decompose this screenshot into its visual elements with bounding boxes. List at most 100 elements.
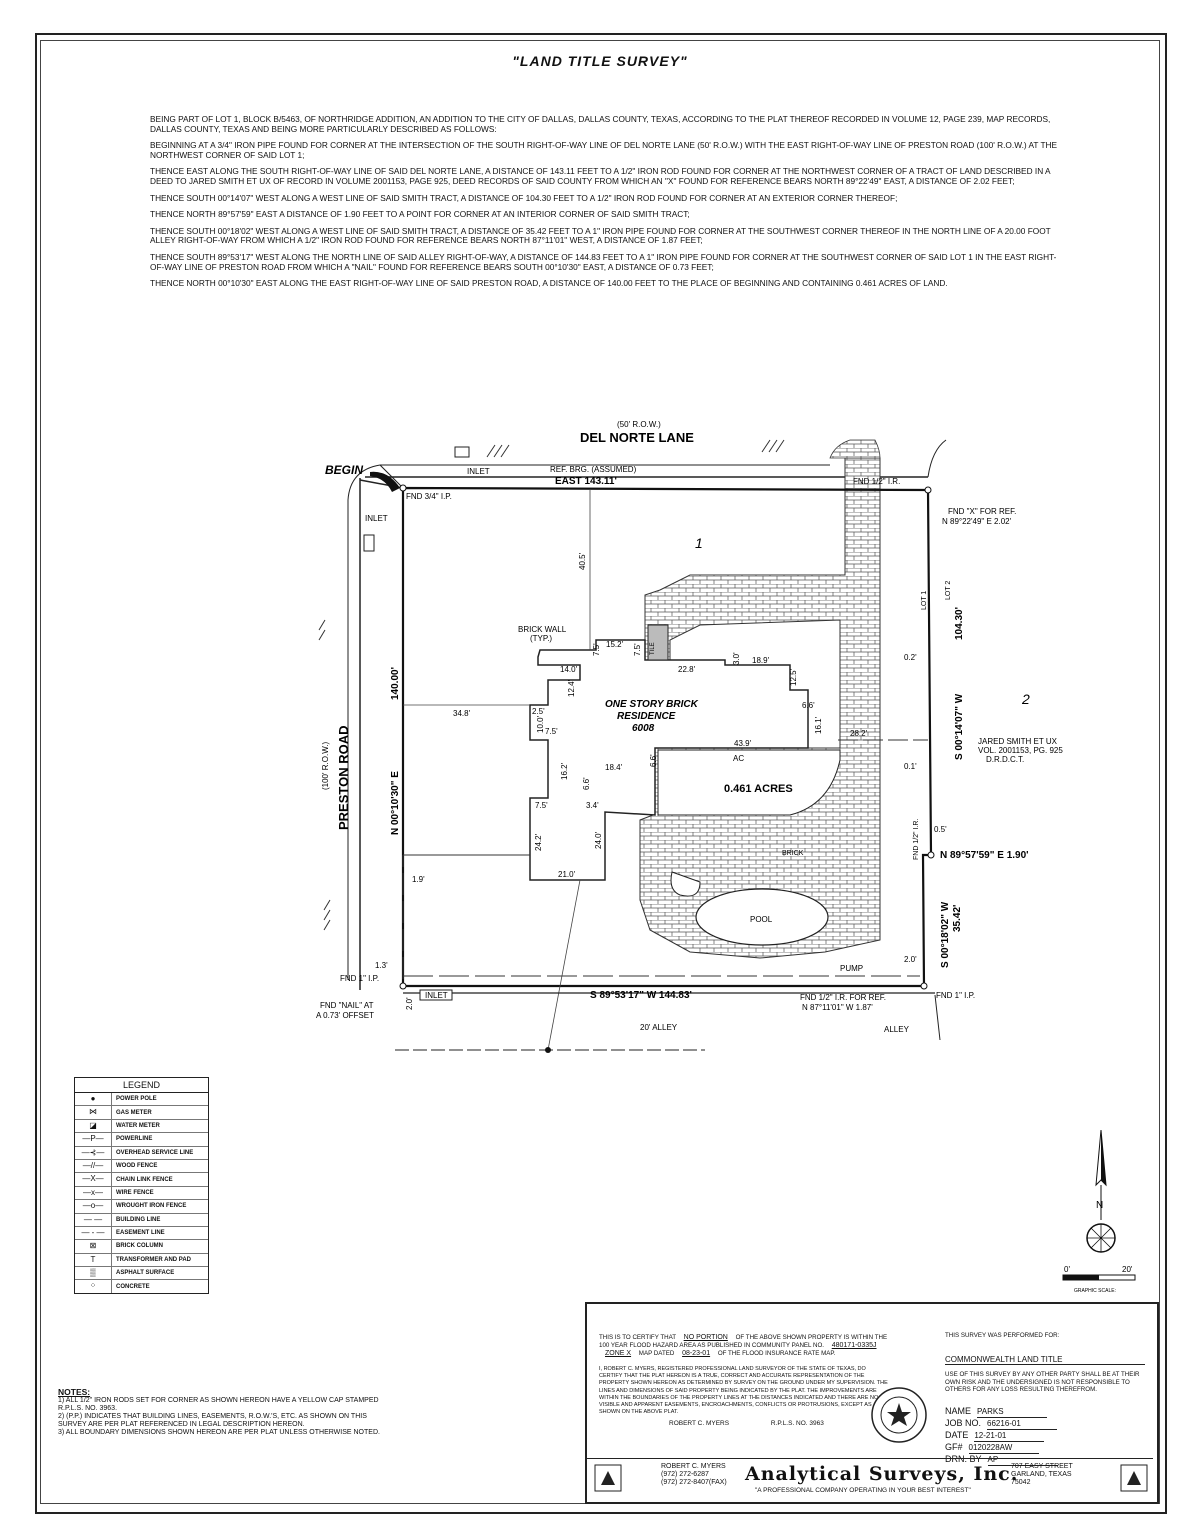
- dimension-label: 40.5': [578, 552, 587, 570]
- fnd-pipe-label: FND 1" I.P.: [340, 974, 379, 983]
- description-paragraph: BEGINNING AT A 3/4" IRON PIPE FOUND FOR …: [150, 140, 1058, 160]
- legend-label: TRANSFORMER AND PAD: [116, 1256, 191, 1263]
- dimension-label: 16.1': [814, 716, 823, 734]
- dimension-label: 2.5': [532, 707, 545, 716]
- water-meter-icon: ◪: [75, 1119, 112, 1133]
- legend-row: —x—WIRE FENCE: [75, 1186, 208, 1201]
- legend-label: EASEMENT LINE: [116, 1230, 165, 1237]
- lot-number: 2: [1021, 691, 1030, 707]
- firm-tagline: "A PROFESSIONAL COMPANY OPERATING IN YOU…: [755, 1487, 971, 1494]
- inlet-label: INLET: [365, 514, 388, 523]
- gas-meter-icon: ⋈: [75, 1106, 112, 1119]
- legend-row: ⁘ CONCRETE: [75, 1280, 208, 1293]
- dimension-label: 6.6': [582, 777, 591, 790]
- notes-title: NOTES:: [58, 1387, 91, 1397]
- contact-name: ROBERT C. MYERS: [661, 1463, 726, 1470]
- dimension-label: 7.5': [545, 727, 558, 736]
- drn-value: AP: [987, 1454, 1058, 1466]
- inlet-icon: [363, 534, 375, 552]
- surveyor-statement: I, ROBERT C. MYERS, REGISTERED PROFESSIO…: [599, 1366, 888, 1416]
- jared-label: JARED SMITH ET UX: [978, 737, 1058, 746]
- surveyor-logo-icon: [594, 1464, 622, 1492]
- street-name-label: PRESTON ROAD: [336, 726, 351, 831]
- dimension-label: 28.2': [850, 729, 868, 738]
- legend-row: ⊠BRICK COLUMN: [75, 1240, 208, 1254]
- drn-label: DRN. BY: [945, 1454, 982, 1464]
- begin-label: BEGIN: [325, 463, 363, 477]
- job-label: JOB NO.: [945, 1418, 982, 1428]
- name-label: NAME: [945, 1406, 972, 1416]
- fnd-x-label: FND "X" FOR REF.: [948, 507, 1016, 516]
- legend-row: —X— CHAIN LINK FENCE: [75, 1173, 208, 1187]
- no-portion-value: NO PORTION: [683, 1334, 728, 1341]
- notes: NOTES: 1) ALL 1/2" IRON RODS SET FOR COR…: [58, 1388, 388, 1437]
- legend-row: — - —EASEMENT LINE: [75, 1226, 208, 1241]
- east-distance-label: 104.30': [954, 607, 965, 640]
- address-line: 75042: [1011, 1479, 1031, 1486]
- address-line: 707 EASY STREET: [1011, 1463, 1073, 1470]
- powerline-icon: —P—: [75, 1133, 112, 1146]
- dimension-label: 3.0': [732, 652, 741, 665]
- legend-row: ◪WATER METER: [75, 1119, 208, 1134]
- description-paragraph: BEING PART OF LOT 1, BLOCK B/5463, OF NO…: [150, 114, 1051, 134]
- wrought-iron-icon: —o—: [75, 1200, 112, 1213]
- description-paragraph: THENCE SOUTH 00°14'07" WEST ALONG A WEST…: [150, 192, 898, 203]
- job-value: 66216-01: [987, 1418, 1058, 1430]
- ref-bearing-label: REF. BRG. (ASSUMED): [550, 465, 637, 474]
- fnd-nail-offset: A 0.73' OFFSET: [316, 1011, 374, 1020]
- dimension-label: 15.2': [606, 640, 624, 649]
- concrete-icon: ⁘: [75, 1280, 112, 1293]
- dimension-label: 0.5': [934, 825, 947, 834]
- brick-column-icon: ⊠: [75, 1240, 112, 1253]
- survey-title: "LAND TITLE SURVEY": [512, 53, 688, 69]
- dimension-label: 12.5': [789, 668, 798, 686]
- cert-text: OF THE FLOOD INSURANCE RATE MAP.: [717, 1350, 836, 1357]
- cert-text: OF THE ABOVE SHOWN PROPERTY IS WITHIN TH…: [599, 1334, 888, 1349]
- legend-label: BUILDING LINE: [116, 1216, 161, 1223]
- brick-wall-label: BRICK WALL: [518, 625, 567, 634]
- fnd-ref-call: N 87°11'01" W 1.87': [802, 1003, 873, 1012]
- fnd-pipe-label: FND 1" I.P.: [936, 991, 975, 1000]
- legend-label: GAS METER: [116, 1109, 152, 1116]
- firm-name: Analytical Surveys, Inc.: [745, 1463, 1019, 1485]
- description-paragraph: THENCE NORTH 00°10'30" EAST ALONG THE EA…: [150, 278, 948, 289]
- legend-label: POWER POLE: [116, 1096, 157, 1103]
- name-value: PARKS: [977, 1406, 1048, 1418]
- note-line: 1) ALL 1/2" IRON RODS SET FOR CORNER AS …: [58, 1397, 379, 1412]
- dimension-label: 43.9': [734, 739, 752, 748]
- legend-row: —⊰—OVERHEAD SERVICE LINE: [75, 1146, 208, 1160]
- legend-label: WROUGHT IRON FENCE: [116, 1203, 187, 1210]
- legend-row: ●POWER POLE: [75, 1093, 208, 1107]
- inlet-icon: [454, 446, 470, 458]
- dimension-label: 2.0': [904, 955, 917, 964]
- residence-label: 6008: [632, 723, 655, 734]
- chain-link-icon: —X—: [75, 1173, 112, 1186]
- legend-row: —//—WOOD FENCE: [75, 1159, 208, 1174]
- inlet-label: INLET: [425, 991, 448, 1000]
- contact-phone: (972) 272-6287: [661, 1471, 709, 1478]
- wire-fence-icon: —x—: [75, 1186, 112, 1200]
- firm-bar: ROBERT C. MYERS (972) 272-6287 (972) 272…: [587, 1458, 1153, 1499]
- legend-label: CHAIN LINK FENCE: [116, 1176, 173, 1183]
- east-bearing-label: S 00°14'07" W: [954, 693, 965, 760]
- date-value: 12-21-01: [974, 1430, 1045, 1442]
- contact-fax: (972) 272-8407(FAX): [661, 1479, 727, 1486]
- map-dated-label: MAP DATED: [638, 1350, 675, 1357]
- dimension-label: 6.6': [649, 754, 658, 767]
- legend: LEGEND ●POWER POLE ⋈GAS METER ◪WATER MET…: [74, 1077, 209, 1294]
- description-paragraph: THENCE NORTH 89°57'59" EAST A DISTANCE O…: [150, 209, 690, 220]
- asphalt-icon: ▒: [75, 1267, 112, 1280]
- note-line: 3) ALL BOUNDARY DIMENSIONS SHOWN HEREON …: [58, 1429, 380, 1436]
- dimension-label: 24.2': [534, 833, 543, 851]
- map-date-value: 08-23-01: [682, 1350, 711, 1357]
- north-arrow-label: N: [1096, 1200, 1103, 1211]
- signature-name: ROBERT C. MYERS: [669, 1420, 730, 1428]
- fnd-rod-label: FND 1/2" I.R.: [853, 477, 900, 486]
- dimension-label: 2.0': [405, 997, 414, 1010]
- dimension-label: 12.4': [567, 679, 576, 697]
- dimension-label: 21.0': [558, 870, 576, 879]
- scale-label: GRAPHIC SCALE:: [1074, 1288, 1116, 1294]
- legend-label: CONCRETE: [116, 1283, 150, 1290]
